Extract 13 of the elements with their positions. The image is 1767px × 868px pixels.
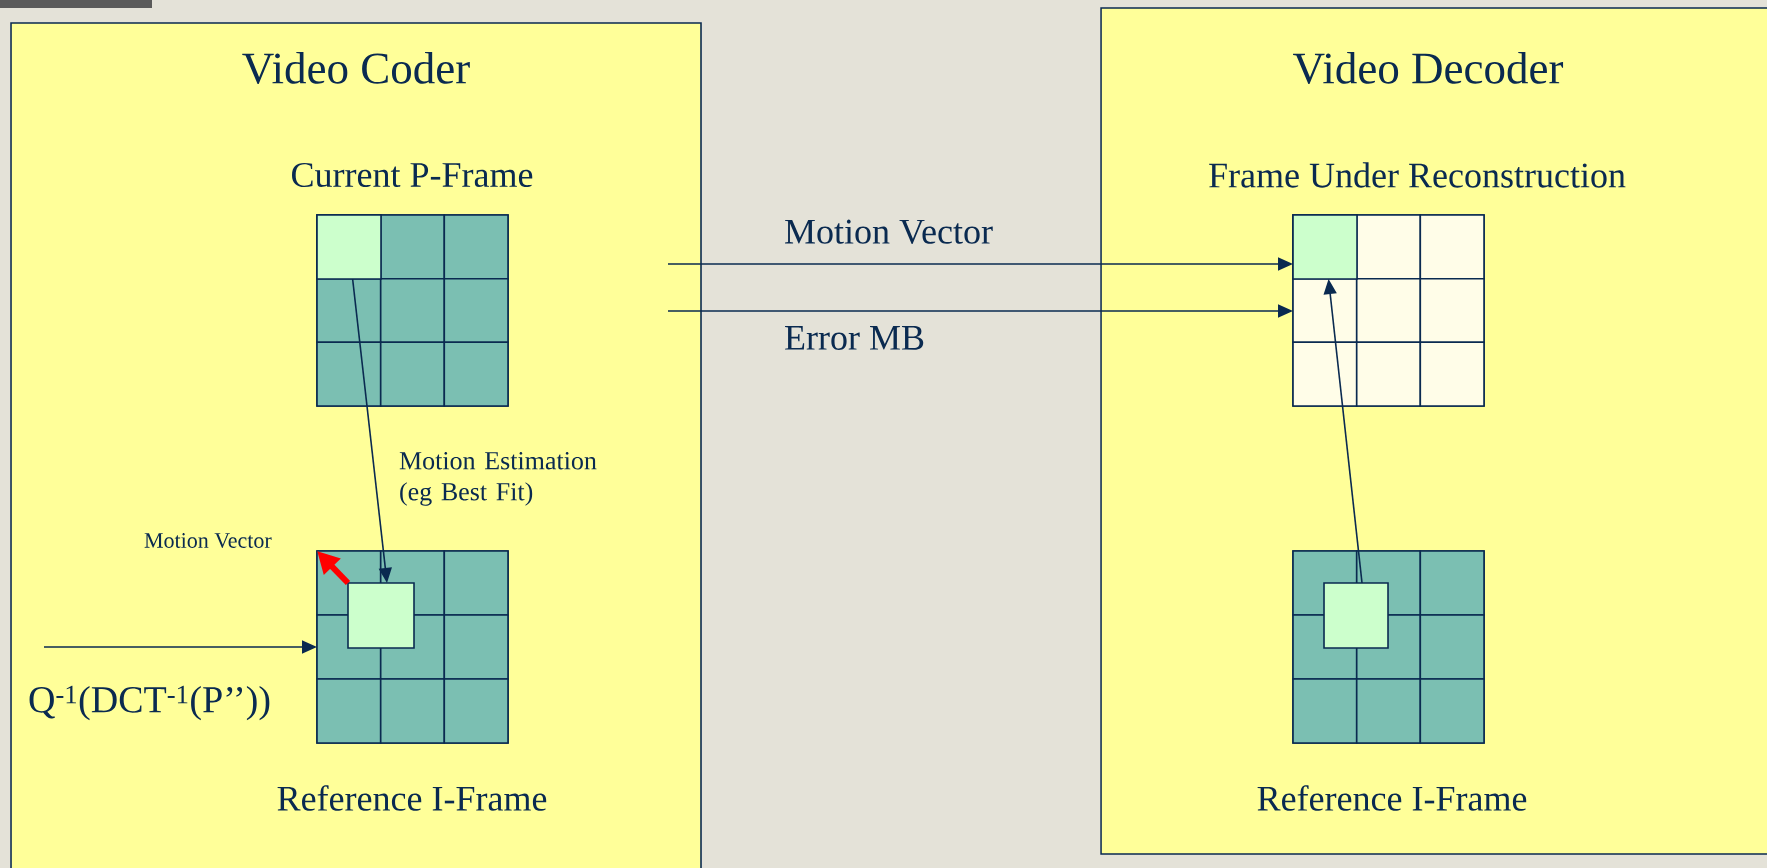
macroblock [316, 214, 382, 280]
edge-label: Motion Vector [144, 533, 272, 548]
macroblock [1323, 582, 1389, 649]
macroblock [347, 582, 415, 649]
macroblock [1292, 214, 1358, 280]
node-label: Current P-Frame [292, 162, 533, 188]
edge-label: Motion Vector [785, 219, 993, 244]
node-label: Frame Under Reconstruction [1209, 162, 1626, 188]
edge-label: Q$^{-1}$(DCT$^{-1}$(P’’)) [29, 685, 270, 721]
edge-label: Motion Estimation (eg Best Fit) [399, 452, 597, 506]
node-label: Reference I-Frame [277, 785, 547, 811]
node-label: Reference I-Frame [1257, 785, 1527, 811]
edge-label: Error MB [785, 326, 924, 350]
